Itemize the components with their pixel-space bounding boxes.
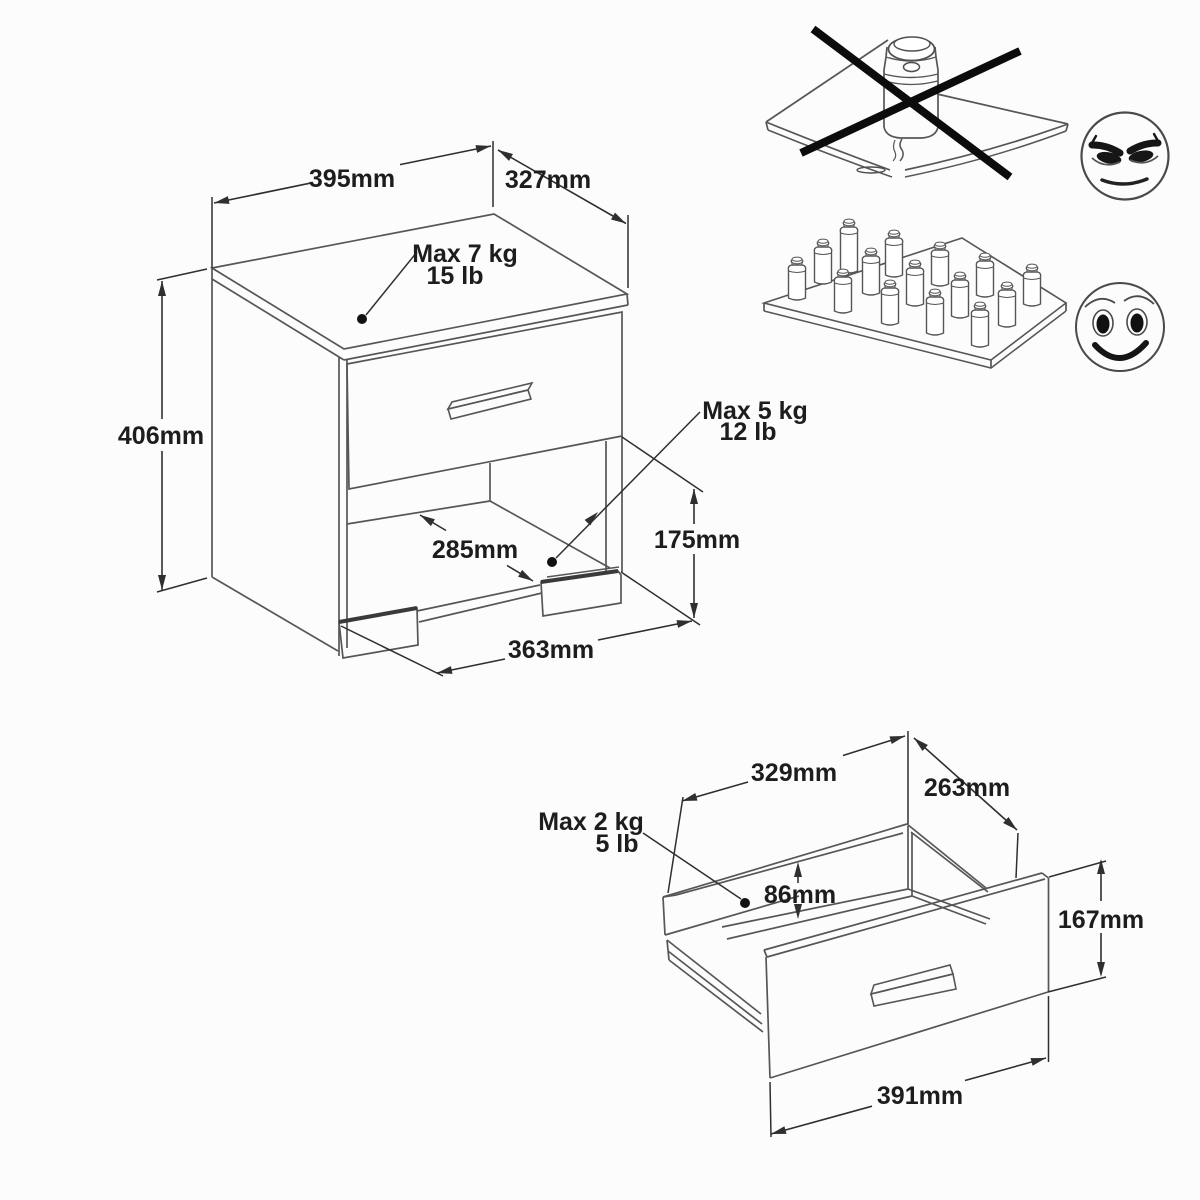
- svg-text:12 lb: 12 lb: [720, 418, 777, 446]
- svg-text:15 lb: 15 lb: [427, 262, 484, 290]
- svg-text:406mm: 406mm: [118, 422, 204, 450]
- svg-text:263mm: 263mm: [924, 774, 1010, 802]
- svg-text:395mm: 395mm: [309, 165, 395, 193]
- svg-text:Max 7 kg: Max 7 kg: [412, 240, 518, 268]
- svg-text:285mm: 285mm: [432, 536, 518, 564]
- svg-text:329mm: 329mm: [751, 759, 837, 787]
- svg-text:Max 5 kg: Max 5 kg: [702, 397, 808, 425]
- svg-text:391mm: 391mm: [877, 1082, 963, 1110]
- svg-text:5 lb: 5 lb: [595, 830, 638, 858]
- svg-text:363mm: 363mm: [508, 636, 594, 664]
- svg-text:175mm: 175mm: [654, 526, 740, 554]
- svg-text:86mm: 86mm: [764, 881, 836, 909]
- svg-text:167mm: 167mm: [1058, 906, 1144, 934]
- svg-text:Max 2 kg: Max 2 kg: [538, 808, 644, 836]
- svg-text:327mm: 327mm: [505, 166, 591, 194]
